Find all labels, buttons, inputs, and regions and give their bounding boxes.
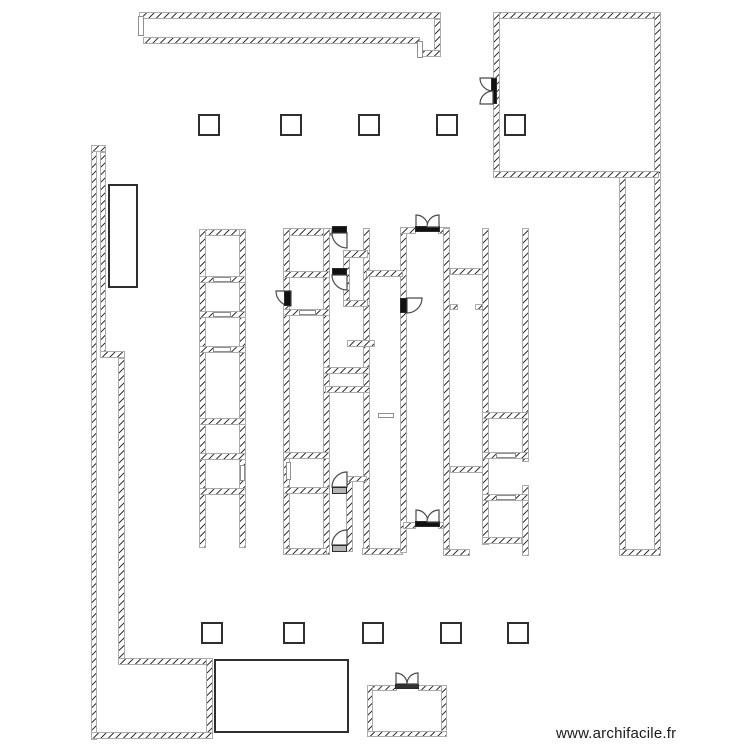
wall-segment: [450, 268, 483, 275]
door-leaf: [332, 226, 347, 233]
window-symbol: [213, 347, 231, 352]
wall-segment: [323, 367, 370, 374]
wall-segment: [619, 549, 661, 556]
wall-segment: [343, 250, 368, 258]
wall-segment: [206, 658, 213, 738]
wall-segment: [366, 270, 403, 277]
door-symbol: [331, 274, 348, 291]
wall-segment: [347, 340, 375, 347]
wall-segment: [199, 453, 246, 460]
wall-segment: [346, 476, 367, 482]
wall-segment: [400, 227, 416, 234]
door-arc: [395, 672, 408, 685]
window-symbol: [417, 41, 423, 58]
wall-segment: [139, 12, 441, 19]
wall-segment: [91, 732, 213, 739]
door-arc: [331, 471, 348, 488]
column-marker: [436, 114, 458, 136]
window-symbol: [213, 312, 231, 317]
window-symbol: [138, 16, 144, 36]
column-marker: [440, 622, 462, 644]
wall-segment: [367, 685, 373, 737]
wall-segment: [443, 549, 470, 556]
wall-segment: [482, 228, 489, 545]
wall-segment: [100, 152, 106, 358]
door-leaf: [332, 545, 347, 552]
door-symbol: [406, 297, 423, 314]
column-marker: [504, 114, 526, 136]
wall-segment: [91, 145, 97, 740]
door-arc: [426, 214, 440, 228]
window-symbol: [496, 495, 516, 500]
watermark: www.archifacile.fr: [556, 725, 677, 742]
door-leaf: [400, 298, 407, 313]
column-marker: [280, 114, 302, 136]
wall-segment: [343, 300, 368, 307]
furniture-rect: [108, 184, 138, 288]
door-arc: [479, 90, 494, 105]
double-door-symbol: [395, 672, 408, 685]
door-arc: [406, 297, 423, 314]
window-symbol: [286, 462, 291, 480]
column-marker: [507, 622, 529, 644]
column-marker: [198, 114, 220, 136]
wall-segment: [654, 12, 661, 556]
door-symbol: [331, 529, 348, 546]
wall-segment: [143, 37, 420, 44]
door-leaf: [332, 487, 347, 494]
wall-segment: [91, 145, 106, 152]
wall-segment: [482, 537, 522, 544]
door-symbol: [331, 471, 348, 488]
door-leaf: [395, 684, 419, 689]
wall-segment: [283, 452, 330, 459]
wall-segment: [450, 466, 483, 473]
wall-segment: [493, 12, 659, 19]
door-arc: [331, 529, 348, 546]
wall-segment: [199, 229, 206, 548]
wall-segment: [100, 351, 125, 358]
window-symbol: [378, 413, 394, 418]
furniture-rect: [214, 659, 349, 733]
column-marker: [362, 622, 384, 644]
door-leaf: [284, 291, 291, 306]
double-door-symbol: [426, 214, 440, 228]
door-symbol: [331, 232, 348, 249]
wall-segment: [283, 487, 330, 494]
wall-segment: [325, 386, 370, 393]
door-arc: [406, 672, 419, 685]
wall-segment: [482, 412, 529, 419]
door-arc: [331, 232, 348, 249]
window-symbol: [496, 453, 516, 458]
wall-segment: [239, 229, 246, 548]
wall-segment: [118, 358, 125, 661]
double-door-symbol: [479, 90, 494, 105]
double-door-symbol: [426, 509, 440, 523]
column-marker: [358, 114, 380, 136]
wall-segment: [283, 271, 330, 278]
column-marker: [201, 622, 223, 644]
double-door-symbol: [406, 672, 419, 685]
wall-segment: [283, 548, 327, 555]
wall-segment: [362, 548, 403, 555]
wall-segment: [118, 658, 212, 665]
wall-segment: [475, 304, 483, 310]
wall-segment: [522, 228, 529, 462]
window-symbol: [299, 310, 316, 315]
door-leaf: [332, 268, 347, 275]
wall-segment: [522, 485, 529, 556]
wall-segment: [367, 731, 447, 737]
window-symbol: [240, 465, 245, 481]
window-symbol: [213, 277, 231, 282]
door-arc: [331, 274, 348, 291]
door-arc: [426, 509, 440, 523]
wall-segment: [450, 304, 458, 310]
wall-segment: [443, 228, 450, 549]
wall-segment: [199, 418, 246, 425]
column-marker: [283, 622, 305, 644]
wall-segment: [441, 685, 447, 737]
wall-segment: [199, 488, 246, 495]
wall-segment: [493, 171, 659, 178]
wall-segment: [619, 177, 626, 556]
